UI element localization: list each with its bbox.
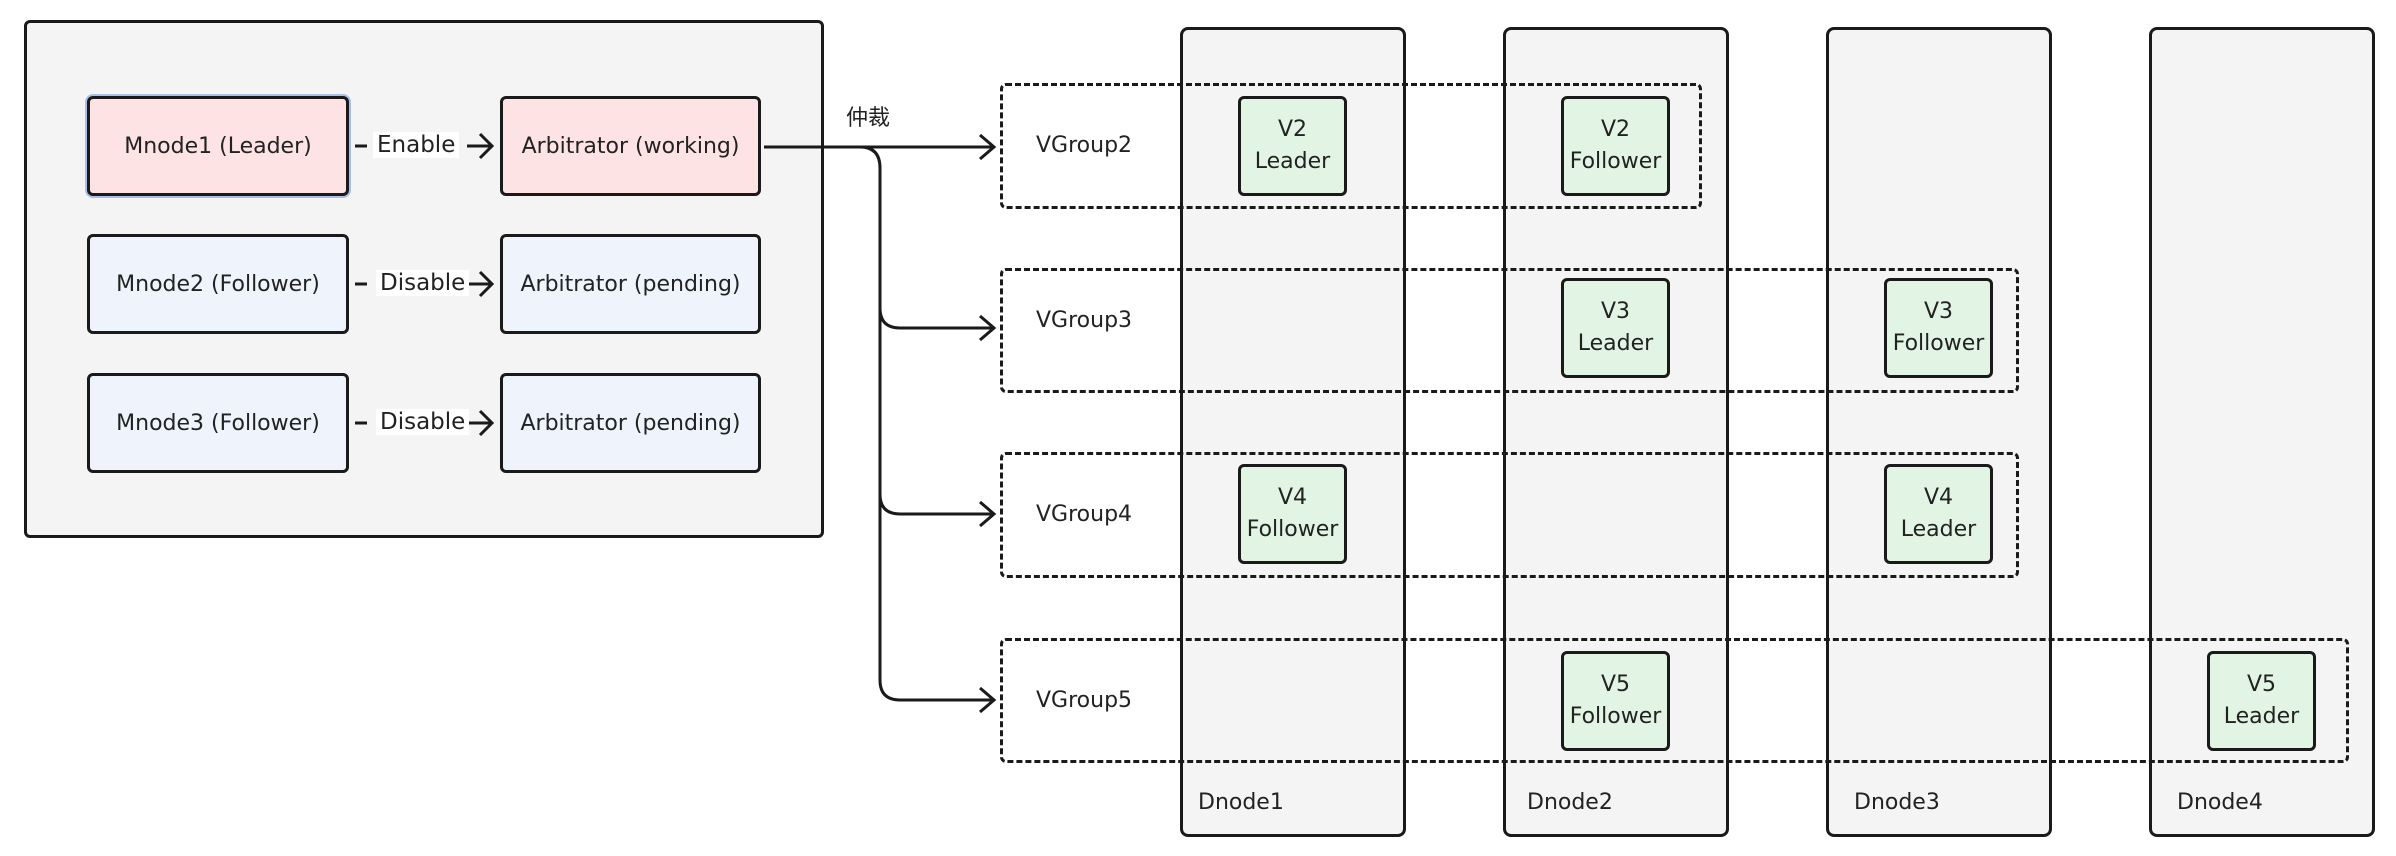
vgroup5-box [1000, 638, 2349, 763]
mnode1-action-label: Enable [373, 132, 460, 158]
vnode-role: Leader [1900, 517, 1977, 542]
vnode-role: Follower [1892, 331, 1985, 356]
vgroup2-label: VGroup2 [1036, 133, 1133, 158]
branch-trunk [859, 145, 901, 702]
arrowhead-vgroup5 [979, 686, 997, 714]
mnode3-label: Mnode3 (Follower) [116, 410, 320, 436]
arbitrator3-label: Arbitrator (pending) [520, 410, 741, 436]
arbitrator2-box: Arbitrator (pending) [500, 234, 761, 334]
vnode-v3-dnode2: V3 Leader [1561, 278, 1670, 378]
vnode-id: V5 [2246, 672, 2277, 697]
mnode2-connector [349, 234, 500, 334]
arrowhead-vgroup2 [979, 133, 997, 161]
arrowhead-vgroup4 [979, 500, 997, 528]
dnode1-label: Dnode1 [1198, 790, 1284, 815]
vgroup4-label: VGroup4 [1036, 502, 1133, 527]
vnode-v4-dnode1: V4 Follower [1238, 464, 1347, 564]
arbitrator2-label: Arbitrator (pending) [520, 271, 741, 297]
vnode-role: Follower [1569, 704, 1662, 729]
mnode3-action-label: Disable [376, 409, 470, 435]
vnode-role: Leader [2223, 704, 2300, 729]
vgroup4-box [1000, 452, 2019, 578]
vnode-role: Leader [1577, 331, 1654, 356]
vgroup5-label: VGroup5 [1036, 688, 1133, 713]
vnode-id: V5 [1600, 672, 1631, 697]
arrow-to-vgroup3 [878, 307, 994, 330]
mnode1-label: Mnode1 (Leader) [124, 133, 312, 159]
vnode-v4-dnode3: V4 Leader [1884, 464, 1993, 564]
vnode-v5-dnode4: V5 Leader [2207, 651, 2316, 751]
dnode3-column [1826, 27, 2052, 837]
mnode1-box: Mnode1 (Leader) [87, 96, 349, 196]
mnode2-action-label: Disable [376, 270, 470, 296]
vnode-v5-dnode2: V5 Follower [1561, 651, 1670, 751]
mnode1-connector [349, 96, 500, 196]
dnode3-label: Dnode3 [1854, 790, 1940, 815]
vnode-v2-dnode1: V2 Leader [1238, 96, 1347, 196]
mnode3-box: Mnode3 (Follower) [87, 373, 349, 473]
dnode4-label: Dnode4 [2177, 790, 2263, 815]
vnode-role: Follower [1246, 517, 1339, 542]
vnode-role: Follower [1569, 149, 1662, 174]
arrow-to-vgroup4 [878, 493, 994, 516]
vgroup3-label: VGroup3 [1036, 308, 1133, 333]
vnode-v2-dnode2: V2 Follower [1561, 96, 1670, 196]
vnode-id: V4 [1923, 485, 1954, 510]
arbitrator3-box: Arbitrator (pending) [500, 373, 761, 473]
vnode-id: V2 [1600, 117, 1631, 142]
arbitrator1-label: Arbitrator (working) [521, 133, 740, 159]
vgroup2-box [1000, 83, 1702, 209]
vnode-id: V4 [1277, 485, 1308, 510]
mnode2-label: Mnode2 (Follower) [116, 271, 320, 297]
vnode-id: V3 [1600, 299, 1631, 324]
vnode-role: Leader [1254, 149, 1331, 174]
vgroup3-box [1000, 268, 2019, 393]
arrowhead-vgroup3 [979, 314, 997, 342]
vnode-v3-dnode3: V3 Follower [1884, 278, 1993, 378]
mnode3-connector [349, 373, 500, 473]
vnode-id: V2 [1277, 117, 1308, 142]
mnode2-box: Mnode2 (Follower) [87, 234, 349, 334]
arbitrator1-box: Arbitrator (working) [500, 96, 761, 196]
arbitration-label: 仲裁 [846, 106, 891, 131]
dnode2-label: Dnode2 [1527, 790, 1613, 815]
vnode-id: V3 [1923, 299, 1954, 324]
